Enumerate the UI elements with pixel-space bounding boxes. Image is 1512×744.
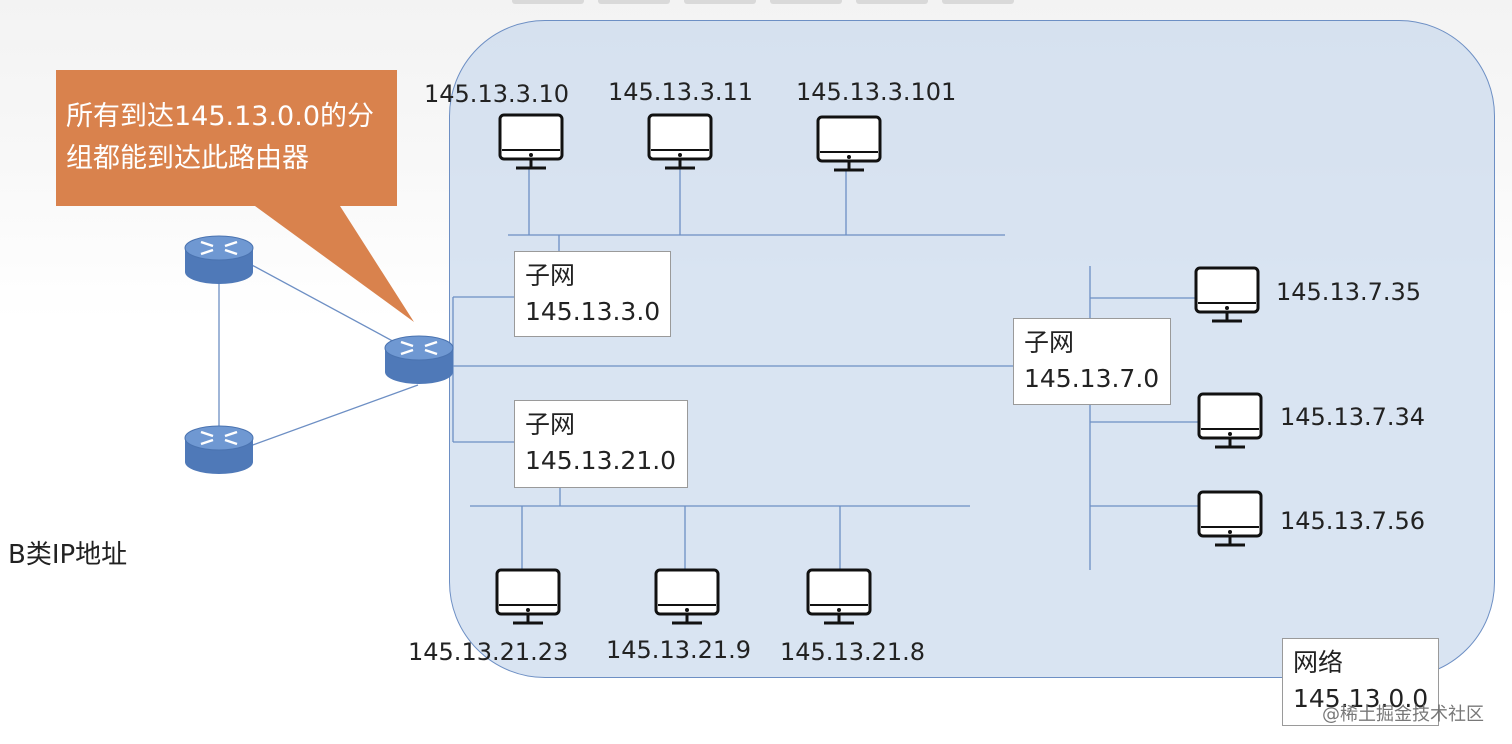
top-tab[interactable] (512, 0, 584, 4)
subnet-box-7: 子网 145.13.7.0 (1013, 318, 1171, 405)
router-icon[interactable] (183, 234, 255, 286)
host-label: 145.13.3.11 (608, 78, 754, 106)
host-label: 145.13.21.9 (606, 636, 752, 664)
subnet-label: 子网 (525, 261, 576, 290)
monitor-icon[interactable] (1194, 266, 1260, 324)
subnet-box-21: 子网 145.13.21.0 (514, 400, 688, 488)
monitor-icon[interactable] (1197, 392, 1263, 450)
top-tab[interactable] (770, 0, 842, 4)
monitor-icon[interactable] (654, 568, 720, 626)
subnet-address: 145.13.21.0 (525, 446, 677, 475)
top-tab-strip (512, 0, 1014, 6)
subnet-address: 145.13.3.0 (525, 297, 661, 326)
monitor-icon[interactable] (498, 113, 564, 171)
host-label: 145.13.7.34 (1280, 403, 1426, 431)
monitor-icon[interactable] (806, 568, 872, 626)
router-icon[interactable] (383, 334, 455, 386)
subnet-label: 子网 (1024, 328, 1075, 357)
top-tab[interactable] (856, 0, 928, 4)
network-address: 145.13.0.0 (1293, 684, 1429, 713)
callout-bubble (56, 70, 414, 322)
network-area (449, 20, 1495, 678)
monitor-icon[interactable] (647, 113, 713, 171)
subnet-box-3: 子网 145.13.3.0 (514, 251, 671, 337)
host-label: 145.13.21.23 (408, 638, 569, 666)
monitor-icon[interactable] (816, 115, 882, 173)
link-r1-r3 (249, 263, 401, 346)
top-tab[interactable] (942, 0, 1014, 4)
host-label: 145.13.3.10 (424, 80, 570, 108)
host-label: 145.13.7.35 (1276, 278, 1422, 306)
router-icon[interactable] (183, 424, 255, 476)
host-label: 145.13.3.101 (796, 78, 957, 106)
subnet-address: 145.13.7.0 (1024, 364, 1160, 393)
watermark: @稀土掘金技术社区 (1322, 704, 1484, 725)
side-label: B类IP地址 (8, 540, 128, 570)
host-label: 145.13.21.8 (780, 638, 926, 666)
top-tab[interactable] (598, 0, 670, 4)
host-label: 145.13.7.56 (1280, 507, 1426, 535)
callout-line-2: 组都能到达此路由器 (66, 143, 309, 174)
top-tab[interactable] (684, 0, 756, 4)
monitor-icon[interactable] (495, 568, 561, 626)
monitor-icon[interactable] (1197, 490, 1263, 548)
subnet-label: 子网 (525, 410, 576, 439)
network-label: 网络 (1293, 648, 1344, 677)
link-r2-r3 (249, 384, 419, 447)
callout-line-1: 所有到达145.13.0.0的分 (66, 101, 374, 132)
network-box: 网络 145.13.0.0 (1282, 638, 1439, 726)
callout-text: 所有到达145.13.0.0的分 组都能到达此路由器 (66, 96, 396, 180)
